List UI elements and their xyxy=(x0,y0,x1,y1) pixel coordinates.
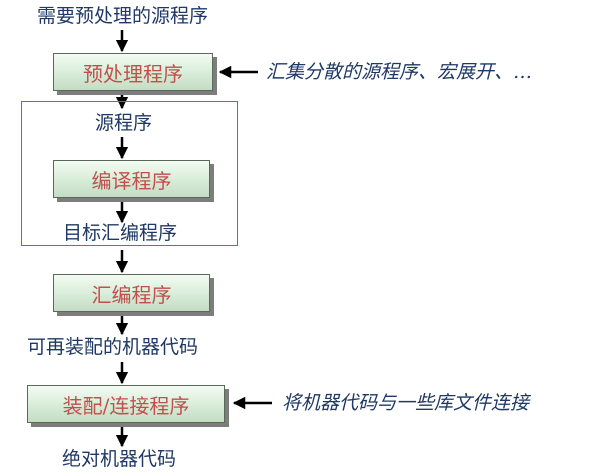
preprocess-box: 预处理程序 xyxy=(53,53,213,91)
relocatable-code-label: 可再装配的机器代码 xyxy=(27,336,199,358)
link-box: 装配/连接程序 xyxy=(27,385,225,423)
target-assembly-label: 目标汇编程序 xyxy=(63,222,178,244)
compile-box: 编译程序 xyxy=(53,160,210,198)
compiler-group-frame xyxy=(21,101,238,246)
link-note: 将机器代码与一些库文件连接 xyxy=(282,392,530,414)
assemble-box: 汇编程序 xyxy=(53,274,210,312)
source-program-label: 源程序 xyxy=(95,112,153,134)
preprocess-note: 汇集分散的源程序、宏展开、… xyxy=(266,61,533,83)
input-label: 需要预处理的源程序 xyxy=(37,5,209,27)
absolute-code-label: 绝对机器代码 xyxy=(62,448,177,470)
